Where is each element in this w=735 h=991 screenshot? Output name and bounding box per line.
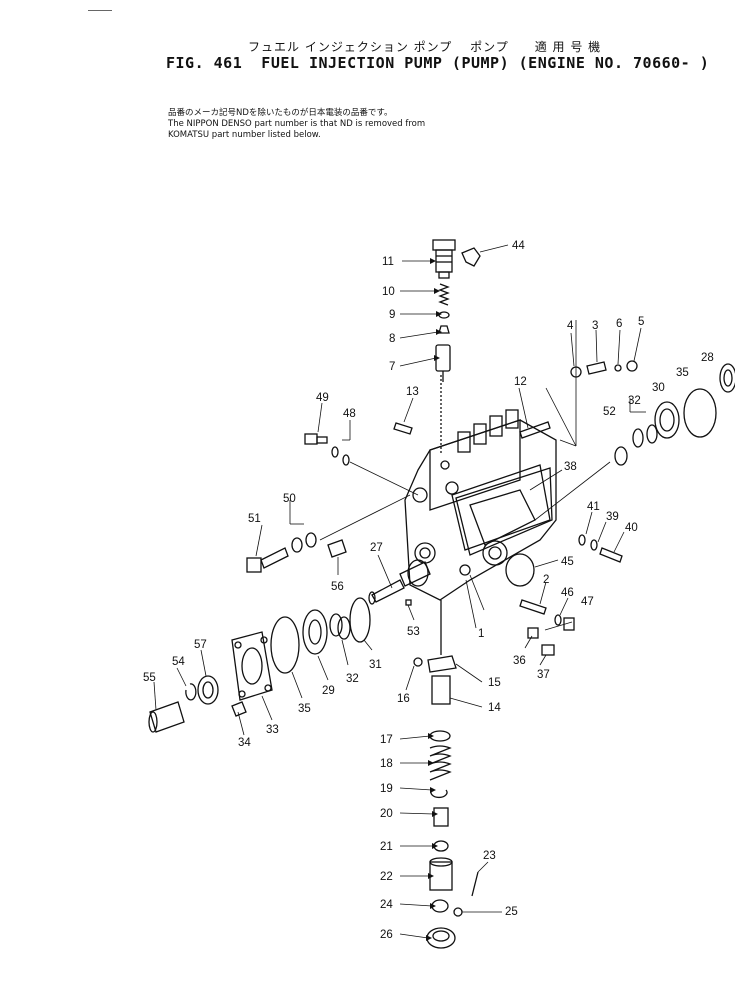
callout-15: 15 xyxy=(488,677,501,689)
callout-49: 49 xyxy=(316,392,329,404)
callout-40: 40 xyxy=(625,522,638,534)
callout-38: 38 xyxy=(564,461,577,473)
callout-16: 16 xyxy=(397,693,410,705)
callout-24: 24 xyxy=(380,899,393,911)
scan-mark xyxy=(88,10,112,11)
callout-28: 28 xyxy=(701,352,714,364)
part-number-notes: 品番のメーカ記号NDを除いたものが日本電装の品番です。 The NIPPON D… xyxy=(168,108,425,141)
callout-17: 17 xyxy=(380,734,393,746)
bearing-cover xyxy=(231,631,273,701)
callout-20: 20 xyxy=(380,808,393,820)
callout-1: 1 xyxy=(478,628,484,640)
callout-18: 18 xyxy=(380,758,393,770)
callout-13: 13 xyxy=(406,386,419,398)
callout-54: 54 xyxy=(172,656,185,668)
callout-55: 55 xyxy=(143,672,156,684)
callout-31: 31 xyxy=(369,659,382,671)
callout-labels: 1 2 3 4 5 6 7 8 9 10 11 12 13 14 15 16 1… xyxy=(143,240,714,941)
callout-35-right: 35 xyxy=(676,367,689,379)
callout-46: 46 xyxy=(561,587,574,599)
callout-32-left: 32 xyxy=(346,673,359,685)
callout-11: 11 xyxy=(382,256,394,268)
callout-25: 25 xyxy=(505,906,518,918)
callout-48: 48 xyxy=(343,408,356,420)
callout-34: 34 xyxy=(238,737,251,749)
callout-39: 39 xyxy=(606,511,619,523)
callout-33: 33 xyxy=(266,724,279,736)
callout-26: 26 xyxy=(380,929,393,941)
callout-22: 22 xyxy=(380,871,393,883)
callout-5: 5 xyxy=(638,316,644,328)
note-line-3: KOMATSU part number listed below. xyxy=(168,130,321,140)
callout-37: 37 xyxy=(537,669,550,681)
callout-41: 41 xyxy=(587,501,600,513)
part-drawings xyxy=(148,239,735,949)
note-line-2: The NIPPON DENSO part number is that ND … xyxy=(168,119,426,129)
callout-3: 3 xyxy=(592,320,598,332)
callout-44: 44 xyxy=(512,240,525,252)
callout-45: 45 xyxy=(561,556,574,568)
callout-50: 50 xyxy=(283,493,296,505)
callout-47: 47 xyxy=(581,596,594,608)
note-line-1: 品番のメーカ記号NDを除いたものが日本電装の品番です。 xyxy=(168,108,393,118)
callout-7: 7 xyxy=(389,361,395,373)
callout-21: 21 xyxy=(380,841,393,853)
callout-10: 10 xyxy=(382,286,395,298)
callout-35-left: 35 xyxy=(298,703,311,715)
callout-57: 57 xyxy=(194,639,207,651)
leader-arrowheads xyxy=(426,258,442,941)
figure-title: FIG. 461 FUEL INJECTION PUMP (PUMP) (ENG… xyxy=(166,54,710,72)
callout-8: 8 xyxy=(389,333,395,345)
callout-12: 12 xyxy=(514,376,527,388)
callout-9: 9 xyxy=(389,309,395,321)
leader-lines xyxy=(153,244,646,939)
callout-30: 30 xyxy=(652,382,665,394)
japanese-title: フュエル インジェクション ポンプ ポンプ 適 用 号 機 xyxy=(248,40,602,54)
camshaft xyxy=(368,559,431,605)
callout-14: 14 xyxy=(488,702,501,714)
callout-52: 52 xyxy=(603,406,616,418)
callout-29: 29 xyxy=(322,685,335,697)
callout-19: 19 xyxy=(380,783,393,795)
callout-53: 53 xyxy=(407,626,420,638)
callout-4: 4 xyxy=(567,320,574,332)
callout-6: 6 xyxy=(616,318,622,330)
delivery-valve-holder xyxy=(432,239,456,279)
callout-2: 2 xyxy=(543,574,549,586)
delivery-outlets xyxy=(457,409,519,453)
callout-36: 36 xyxy=(513,655,526,667)
callout-51: 51 xyxy=(248,513,261,525)
callout-32-right: 32 xyxy=(628,395,641,407)
callout-23: 23 xyxy=(483,850,496,862)
callout-27: 27 xyxy=(370,542,383,554)
callout-56: 56 xyxy=(331,581,344,593)
